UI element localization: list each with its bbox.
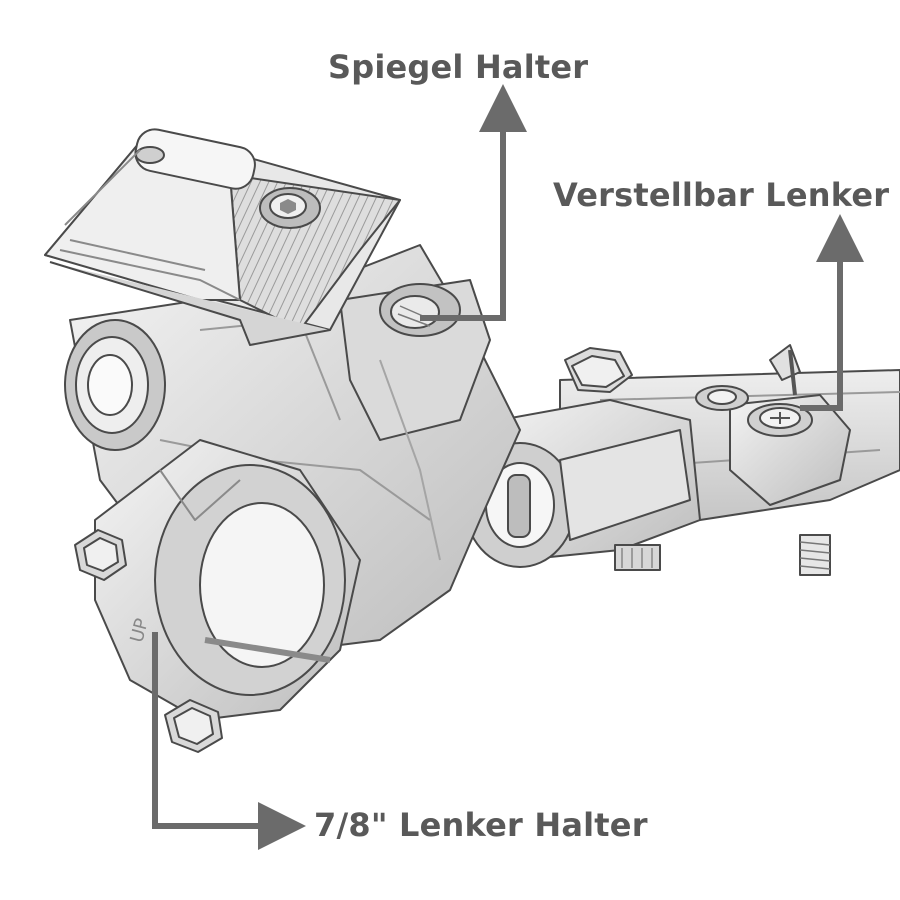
arrow-up-icon: [800, 214, 864, 411]
label-mirror-holder: Spiegel Halter: [328, 48, 589, 86]
lever-pivot-mount: [464, 347, 701, 571]
adjuster-block: [695, 344, 851, 576]
label-handlebar-clamp: 7/8" Lenker Halter: [314, 806, 648, 844]
arrow-right-icon: [152, 632, 306, 850]
label-adjustable-lever: Verstellbar Lenker: [553, 176, 890, 214]
brake-assembly: UP: [44, 128, 900, 753]
reservoir-cap: [44, 128, 401, 346]
arrow-up-icon: [420, 84, 527, 321]
callout-arrows: [152, 84, 864, 850]
handlebar-clamp: UP: [74, 439, 361, 753]
